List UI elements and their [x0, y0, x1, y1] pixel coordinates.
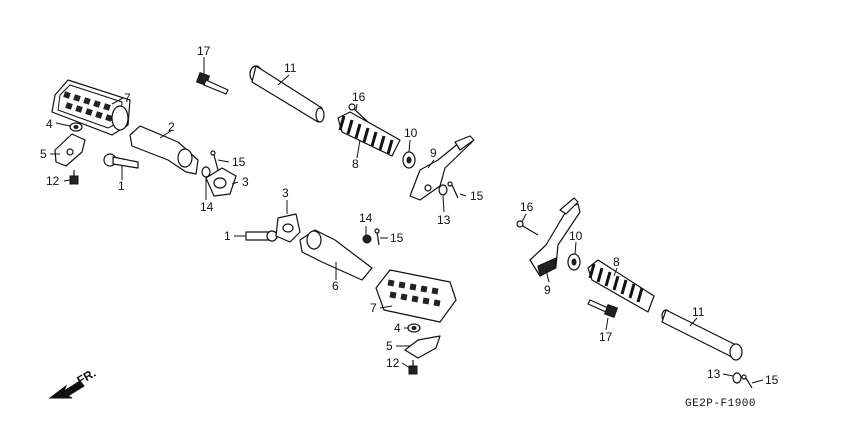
- callout-m5: 5: [386, 339, 393, 353]
- callout-r16: 16: [520, 200, 534, 214]
- right-washer-10: [567, 253, 581, 271]
- callout-2: 2: [168, 120, 175, 134]
- left-bolt-12: [69, 170, 79, 185]
- right-washer-13: [732, 372, 742, 384]
- callouts: 7 2 4 5 12 1 17 11 15 14 3 16 8 10 9 13 …: [40, 44, 779, 387]
- right-pin-16: [516, 220, 539, 236]
- right-bracket-9: [529, 197, 581, 277]
- callout-r10: 10: [569, 229, 583, 243]
- callout-17: 17: [197, 44, 211, 58]
- callout-r15: 15: [765, 373, 779, 387]
- callout-m4: 4: [394, 321, 401, 335]
- callout-7: 7: [124, 91, 131, 105]
- callout-16: 16: [352, 90, 366, 104]
- callout-r11: 11: [692, 305, 705, 319]
- top-bracket-9: [409, 135, 475, 201]
- front-arrow-icon: FR.: [48, 366, 98, 399]
- mid-pin-1: [245, 230, 278, 242]
- top-shaft-11: [249, 65, 325, 123]
- right-cotter-15: [741, 374, 753, 389]
- callout-3: 3: [242, 175, 249, 189]
- callout-m6: 6: [332, 279, 339, 293]
- mid-washer-14: [362, 234, 372, 244]
- callout-1: 1: [118, 179, 125, 193]
- callout-9: 9: [430, 146, 437, 160]
- top-washer-13: [438, 184, 448, 196]
- left-pin-1: [103, 153, 139, 169]
- left-plate-5: [54, 133, 86, 167]
- mid-cotter-15: [374, 228, 380, 246]
- mid-footpeg-rubber: [375, 269, 457, 323]
- callout-4: 4: [46, 117, 53, 131]
- top-washer-10: [402, 151, 416, 169]
- top-bolt-17: [195, 71, 229, 95]
- left-spring-3: [205, 167, 237, 197]
- callout-m1: 1: [224, 229, 231, 243]
- top-spring-8: [337, 111, 401, 157]
- callout-11: 11: [284, 61, 297, 75]
- callout-r17: 17: [599, 330, 613, 344]
- callout-r8: 8: [613, 255, 620, 269]
- callout-14: 14: [200, 200, 214, 214]
- callout-10: 10: [404, 126, 418, 140]
- callout-r9: 9: [544, 283, 551, 297]
- right-spring-8: [587, 259, 655, 313]
- diagram-code: GE2P-F1900: [685, 398, 756, 410]
- left-cotter-15: [210, 150, 219, 171]
- callout-m15: 15: [390, 231, 404, 245]
- callout-m7: 7: [370, 301, 377, 315]
- mid-holder-6: [299, 229, 373, 281]
- callout-m14: 14: [359, 211, 373, 225]
- callout-5: 5: [40, 147, 47, 161]
- callout-15b: 15: [470, 189, 484, 203]
- left-footpeg-rubber: [51, 79, 131, 136]
- callout-m12: 12: [386, 356, 400, 370]
- right-bolt-17: [587, 299, 619, 319]
- left-washer-14: [201, 166, 211, 178]
- top-cotter-15: [447, 181, 459, 199]
- mid-washer-4: [407, 323, 421, 333]
- callout-m3: 3: [282, 186, 289, 200]
- callout-8: 8: [352, 157, 359, 171]
- mid-spring-3: [275, 213, 301, 243]
- callout-13: 13: [437, 213, 451, 227]
- callout-r13: 13: [707, 367, 721, 381]
- right-shaft-11: [661, 309, 743, 361]
- left-holder-2: [129, 125, 199, 175]
- callout-12: 12: [46, 174, 60, 188]
- leader-lines: [50, 57, 764, 384]
- callout-15: 15: [232, 155, 246, 169]
- top-pin-16: [348, 103, 369, 123]
- left-washer-4: [69, 122, 83, 132]
- mid-plate-5: [404, 335, 441, 359]
- mid-bolt-12: [408, 360, 418, 375]
